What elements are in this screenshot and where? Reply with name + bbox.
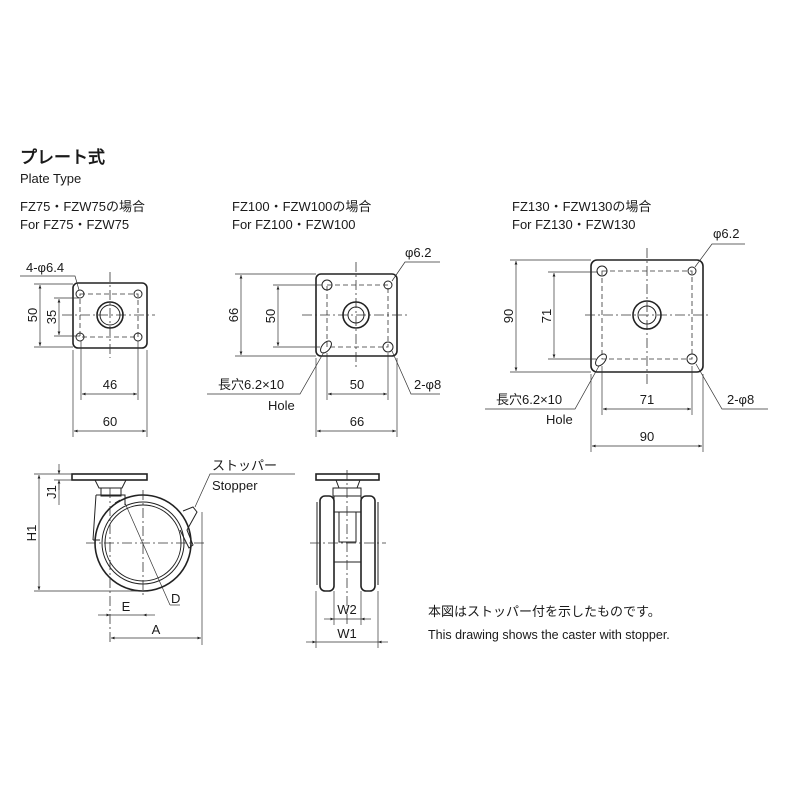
dim-height-outer: 66	[226, 308, 241, 322]
dim-height-outer: 90	[501, 309, 516, 323]
slot-label-ja: 長穴6.2×10	[218, 377, 284, 392]
model-en: For FZ75・FZW75	[20, 217, 129, 232]
dim-width-inner: 71	[640, 392, 654, 407]
stopper-label-ja: ストッパー	[212, 458, 277, 473]
slot-label-en: Hole	[268, 398, 295, 413]
top-plate	[315, 473, 380, 481]
dim-width-outer: 60	[103, 414, 117, 429]
dim-j1: J1	[44, 485, 59, 499]
dim-a: A	[152, 622, 161, 637]
plate-fz130: FZ130・FZW130の場合 For FZ130・FZW130 φ6.2 2-…	[485, 199, 768, 452]
dim-height-inner: 50	[263, 309, 278, 323]
dim-h1: H1	[24, 525, 39, 542]
dim-width-inner: 46	[103, 377, 117, 392]
plate-fz75: FZ75・FZW75の場合 For FZ75・FZW75 4-φ6.4 50 3…	[20, 199, 155, 437]
title-ja: プレート式	[20, 147, 105, 167]
dim-d: D	[171, 591, 180, 606]
dim-w2: W2	[337, 602, 357, 617]
wheel-left	[319, 495, 335, 592]
dim-width-inner: 50	[350, 377, 364, 392]
dim-e: E	[122, 599, 131, 614]
dim-w1: W1	[337, 626, 357, 641]
model-en: For FZ100・FZW100	[232, 217, 356, 232]
hole-label: φ6.2	[405, 245, 432, 260]
note-ja: 本図はストッパー付を示したものです。	[428, 604, 661, 619]
slot-label-ja: 長穴6.2×10	[496, 392, 562, 407]
hole-label: 4-φ6.4	[26, 260, 64, 275]
wheel-right	[360, 495, 376, 592]
hole-label: φ6.2	[713, 226, 740, 241]
plate-fz100: FZ100・FZW100の場合 For FZ100・FZW100 φ6.2 2-…	[207, 199, 441, 437]
dim-height-inner: 71	[539, 309, 554, 323]
dim-height-outer: 50	[25, 308, 40, 322]
model-ja: FZ75・FZW75の場合	[20, 199, 145, 214]
hole2-label: 2-φ8	[727, 392, 754, 407]
stopper-label-en: Stopper	[212, 478, 258, 493]
slot-label-en: Hole	[546, 412, 573, 427]
note-en: This drawing shows the caster with stopp…	[428, 628, 670, 642]
dim-height-inner: 35	[44, 310, 59, 324]
model-ja: FZ100・FZW100の場合	[232, 199, 371, 214]
title-en: Plate Type	[20, 171, 81, 186]
caster-side-view: D ストッパー Stopper H1 J1 E A	[24, 458, 295, 645]
dim-width-outer: 90	[640, 429, 654, 444]
dim-width-outer: 66	[350, 414, 364, 429]
model-ja: FZ130・FZW130の場合	[512, 199, 651, 214]
top-plate	[71, 473, 148, 481]
hole2-label: 2-φ8	[414, 377, 441, 392]
mounting-plate	[590, 259, 704, 373]
caster-front-view: W2 W1	[306, 470, 388, 648]
model-en: For FZ130・FZW130	[512, 217, 636, 232]
stopper	[114, 499, 198, 549]
